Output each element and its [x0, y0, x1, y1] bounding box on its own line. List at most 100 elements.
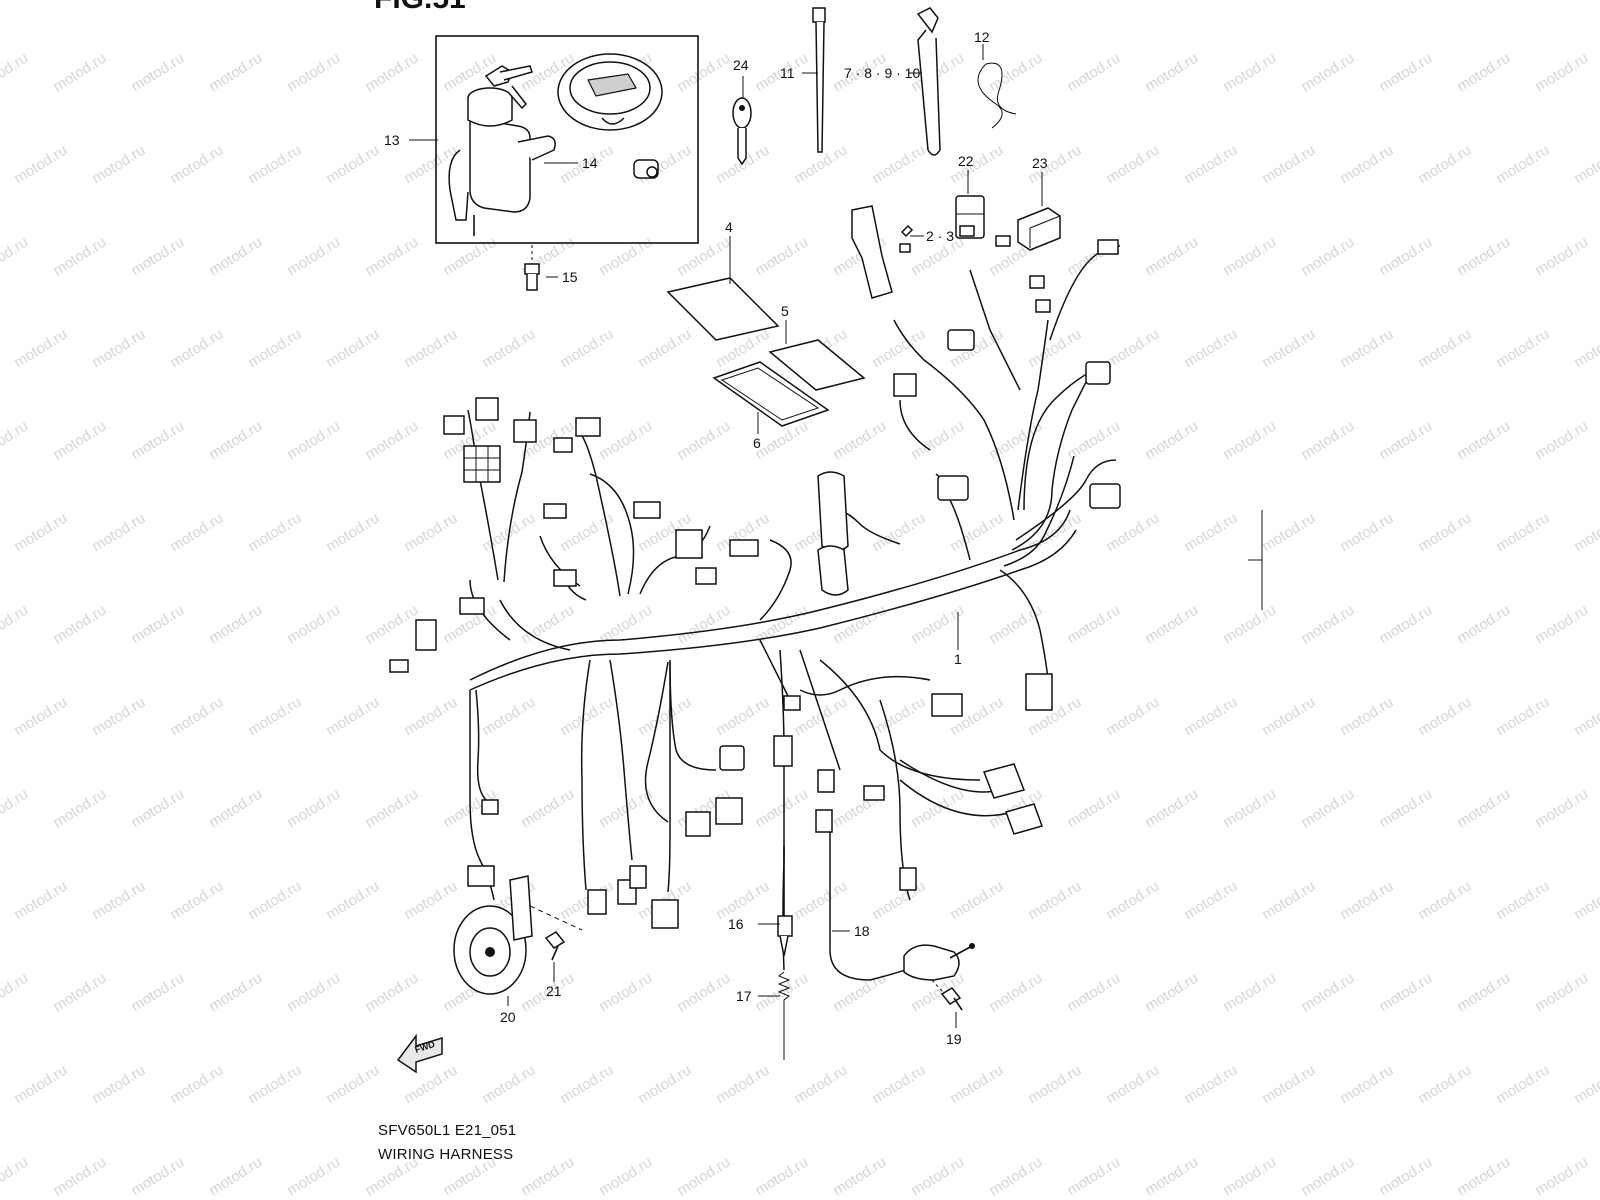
watermark-text: motod.ru: [986, 50, 1045, 96]
watermark-text: motod.ru: [245, 142, 304, 188]
watermark-text: motod.ru: [284, 418, 343, 464]
watermark-text: motod.ru: [986, 970, 1045, 1016]
watermark-text: motod.ru: [791, 878, 850, 924]
pad-5: [768, 339, 866, 391]
watermark-text: motod.ru: [1532, 786, 1591, 832]
watermark-text: motod.ru: [362, 50, 421, 96]
watermark-text: motod.ru: [1103, 1062, 1162, 1108]
watermark-text: motod.ru: [713, 694, 772, 740]
watermark-text: motod.ru: [1142, 1154, 1201, 1200]
watermark-text: motod.ru: [752, 234, 811, 280]
clip-12: [977, 62, 1017, 129]
watermark-text: motod.ru: [1064, 970, 1123, 1016]
watermark-text: motod.ru: [1571, 0, 1600, 3]
watermark-text: motod.ru: [284, 970, 343, 1016]
watermark-text: motod.ru: [1298, 50, 1357, 96]
callout-7-10: 7 · 8 · 9 · 10: [844, 65, 920, 81]
watermark-text: motod.ru: [11, 326, 70, 372]
fuse-holder-2-3: [900, 224, 914, 238]
watermark-text: motod.ru: [128, 234, 187, 280]
watermark-text: motod.ru: [1181, 0, 1240, 3]
watermark-text: motod.ru: [167, 1062, 226, 1108]
watermark-text: motod.ru: [1337, 142, 1396, 188]
watermark-text: motod.ru: [206, 50, 265, 96]
watermark-text: motod.ru: [0, 602, 31, 648]
watermark-text: motod.ru: [674, 970, 733, 1016]
callout-labels: 13 14 15 24 11 7 · 8 · 9 · 10 12 22 23 2…: [384, 29, 1048, 1047]
watermark-text: motod.ru: [128, 786, 187, 832]
watermark-text: motod.ru: [1064, 602, 1123, 648]
watermark-text: motod.ru: [1181, 326, 1240, 372]
watermark-text: motod.ru: [1298, 970, 1357, 1016]
watermark-text: motod.ru: [11, 142, 70, 188]
key-blank-24: [732, 97, 752, 166]
watermark-text: motod.ru: [518, 602, 577, 648]
callout-13: 13: [384, 132, 400, 148]
watermark-text: motod.ru: [1220, 50, 1279, 96]
watermark-text: motod.ru: [674, 602, 733, 648]
callout-21: 21: [546, 983, 562, 999]
watermark-text: motod.ru: [89, 142, 148, 188]
watermark-text: motod.ru: [1025, 878, 1084, 924]
watermark-text: motod.ru: [401, 0, 460, 3]
watermark-text: motod.ru: [1025, 326, 1084, 372]
watermark-text: motod.ru: [1103, 326, 1162, 372]
watermark-text: motod.ru: [1376, 50, 1435, 96]
callout-18: 18: [854, 923, 870, 939]
spring-17: [777, 971, 791, 1060]
watermark-text: motod.ru: [11, 694, 70, 740]
watermark-text: motod.ru: [362, 786, 421, 832]
watermark-text: motod.ru: [596, 234, 655, 280]
watermark-text: motod.ru: [869, 326, 928, 372]
watermark-text: motod.ru: [1493, 326, 1552, 372]
watermark-text: motod.ru: [557, 326, 616, 372]
watermark-text: motod.ru: [1181, 510, 1240, 556]
sensor-16: [777, 846, 793, 957]
watermark-text: motod.ru: [401, 694, 460, 740]
callout-19: 19: [946, 1031, 962, 1047]
watermark-text: motod.ru: [1064, 50, 1123, 96]
watermark-text: motod.ru: [869, 694, 928, 740]
watermark-text: motod.ru: [674, 418, 733, 464]
switch-18: [903, 943, 975, 981]
watermark-text: motod.ru: [323, 142, 382, 188]
watermark-text: motod.ru: [1337, 1062, 1396, 1108]
watermark-text: motod.ru: [947, 510, 1006, 556]
watermark-text: motod.ru: [1259, 0, 1318, 3]
watermark-text: motod.ru: [1571, 878, 1600, 924]
watermark-text: motod.ru: [752, 1154, 811, 1200]
watermark-text: motod.ru: [1493, 1062, 1552, 1108]
watermark-text: motod.ru: [1415, 694, 1474, 740]
watermark-text: motod.ru: [128, 418, 187, 464]
harness-connectors: [389, 205, 1121, 929]
watermark-text: motod.ru: [830, 1154, 889, 1200]
watermark-text: motod.ru: [167, 510, 226, 556]
watermark-text: motod.ru: [1064, 786, 1123, 832]
watermark-text: motod.ru: [1454, 50, 1513, 96]
watermark-text: motod.ru: [1064, 1154, 1123, 1200]
watermark-text: motod.ru: [1376, 1154, 1435, 1200]
watermark-text: motod.ru: [284, 786, 343, 832]
watermark-text: motod.ru: [167, 694, 226, 740]
watermark-text: motod.ru: [245, 1062, 304, 1108]
watermark-text: motod.ru: [635, 1062, 694, 1108]
bolt-19: [931, 979, 963, 1011]
watermark-text: motod.ru: [1220, 602, 1279, 648]
callout-16: 16: [728, 916, 744, 932]
watermark-text: motod.ru: [323, 1062, 382, 1108]
watermark-text: motod.ru: [245, 878, 304, 924]
watermark-text: motod.ru: [1259, 694, 1318, 740]
watermark-text: motod.ru: [128, 50, 187, 96]
watermark-text: motod.ru: [89, 694, 148, 740]
watermark-text: motod.ru: [362, 234, 421, 280]
watermark-text: motod.ru: [1298, 602, 1357, 648]
watermark-text: motod.ru: [1337, 0, 1396, 3]
watermark-text: motod.ru: [596, 418, 655, 464]
watermark-text: motod.ru: [50, 1154, 109, 1200]
watermark-text: motod.ru: [1376, 602, 1435, 648]
screw-15: [524, 245, 540, 291]
watermark-text: motod.ru: [674, 1154, 733, 1200]
watermark-text: motod.ru: [947, 142, 1006, 188]
callout-14: 14: [582, 155, 598, 171]
